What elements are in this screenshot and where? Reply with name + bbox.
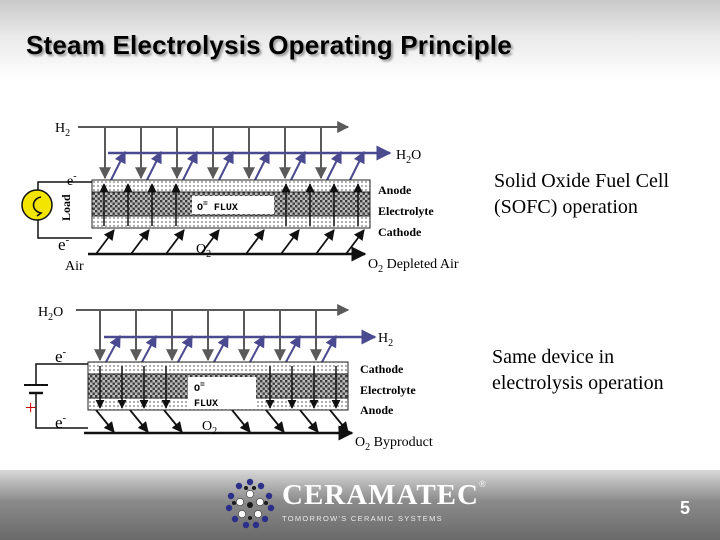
page-number: 5	[680, 498, 691, 518]
sofc-diagram: O= FLUX H	[21, 121, 459, 275]
sofc-flux-arrows	[99, 183, 363, 226]
electrolysis-description-line-1: Same device in	[492, 346, 615, 368]
sofc-flux-label: O= FLUX	[197, 200, 238, 214]
sofc-h2-inlet-label: H2	[55, 121, 70, 139]
sofc-description-line-1: Solid Oxide Fuel Cell	[494, 170, 669, 192]
sofc-depleted-air-label: O2 Depleted Air	[368, 257, 459, 275]
ceramatec-logo-icon	[225, 478, 275, 529]
sofc-electron-top-label: e-	[67, 171, 77, 189]
electrolysis-description-line-2: electrolysis operation	[492, 372, 664, 394]
sofc-description: Solid Oxide Fuel Cell (SOFC) operation	[494, 168, 669, 220]
elec-layer-cathode: Cathode	[360, 362, 404, 376]
brand-name: CERAMATEC®	[282, 479, 487, 512]
title-band	[0, 0, 720, 80]
plus-sign: +	[25, 397, 36, 419]
load-symbol-icon	[32, 196, 43, 217]
elec-oxygen-label: O2	[202, 419, 217, 437]
elec-layer-anode: Anode	[360, 403, 394, 417]
elec-flux-arrows	[95, 366, 341, 409]
elec-flux-label: O=	[194, 381, 205, 395]
sofc-electron-left-label: e-	[58, 234, 70, 254]
elec-h2-rise-arrows	[105, 334, 337, 363]
elec-electron-bottom-label: e-	[55, 412, 67, 432]
brand-tagline: TOMORROW'S CERAMIC SYSTEMS	[282, 514, 443, 523]
sofc-flux-box	[192, 196, 274, 214]
footer-band	[0, 470, 720, 540]
sofc-air-label: Air	[65, 259, 84, 274]
sofc-oxygen-arrows	[95, 229, 365, 255]
sofc-h2o-rise-arrows	[110, 150, 365, 181]
elec-h2o-drop-arrows	[94, 310, 322, 362]
sofc-h2o-outlet-label: H2O	[396, 148, 421, 166]
elec-byproduct-label: O2 Byproduct	[355, 435, 433, 453]
elec-h2o-inlet-label: H2O	[38, 305, 63, 323]
load-label: Load	[59, 194, 73, 221]
elec-h2-outlet-label: H2	[378, 331, 393, 349]
sofc-anode-layer	[91, 179, 371, 193]
sofc-description-line-2: (SOFC) operation	[494, 196, 638, 218]
electrolysis-diagram: O= FLUX +	[24, 304, 433, 453]
sofc-layer-anode: Anode	[378, 183, 412, 197]
elec-layer-electrolyte: Electrolyte	[360, 383, 416, 397]
elec-flux-tail: FLUX	[194, 399, 218, 410]
elec-flux-box	[188, 377, 256, 409]
diagram: O= FLUX H	[21, 121, 459, 453]
load-circle	[21, 189, 53, 221]
sofc-layer-cathode: Cathode	[378, 225, 422, 239]
brand-wordmark: CERAMATEC	[282, 479, 479, 511]
electrolysis-description: Same device in electrolysis operation	[492, 344, 664, 396]
brand-trademark: ®	[478, 479, 487, 489]
elec-oxygen-arrows	[95, 409, 349, 433]
sofc-cathode-layer	[91, 215, 371, 229]
elec-cathode-layer	[87, 361, 349, 375]
elec-circuit-wire	[35, 363, 88, 429]
elec-electron-top-label: e-	[55, 346, 67, 366]
sofc-oxygen-label: O2	[196, 242, 211, 260]
slide-title: Steam Electrolysis Operating Principle	[26, 30, 512, 60]
sofc-layer-electrolyte: Electrolyte	[378, 204, 434, 218]
